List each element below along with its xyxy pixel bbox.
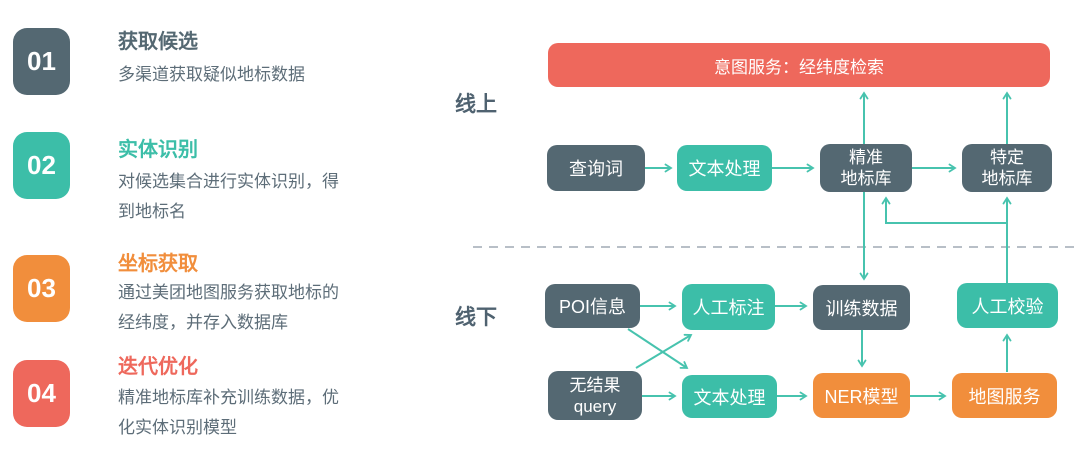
arrow-noresult-to-annotation-diagonal xyxy=(635,333,693,369)
step-4-title: 迭代优化 xyxy=(118,356,198,378)
node-no-result-query: 无结果 query xyxy=(548,371,642,420)
step-3-badge: 03 xyxy=(13,255,70,322)
node-precise-landmark-db: 精准 地标库 xyxy=(820,144,912,192)
node-poi-info: POI信息 xyxy=(545,284,640,328)
arrow-verification-to-precisedb xyxy=(881,196,1007,224)
step-2-title: 实体识别 xyxy=(118,139,198,161)
step-4-description: 精准地标库补充训练数据，优化实体识别模型 xyxy=(118,388,339,437)
arrow-poi-to-textprocess-diagonal xyxy=(627,328,689,369)
step-1-description: 多渠道获取疑似地标数据 xyxy=(118,65,305,84)
step-2-description: 对候选集合进行实体识别，得到地标名 xyxy=(118,172,339,221)
node-training-data: 训练数据 xyxy=(813,285,910,330)
node-specific-landmark-db: 特定 地标库 xyxy=(962,144,1052,192)
node-text-process-online: 文本处理 xyxy=(677,145,772,191)
node-map-service: 地图服务 xyxy=(952,373,1057,418)
node-query: 查询词 xyxy=(547,145,645,191)
step-2-badge: 02 xyxy=(13,132,70,199)
node-manual-annotation: 人工标注 xyxy=(682,284,775,330)
lane-label-offline: 线下 xyxy=(455,306,497,329)
step-3-title: 坐标获取 xyxy=(118,253,198,275)
node-text-process-offline: 文本处理 xyxy=(682,375,777,418)
node-manual-verification: 人工校验 xyxy=(957,283,1058,328)
intent-service-banner: 意图服务：经纬度检索 xyxy=(548,43,1050,87)
step-4-badge: 04 xyxy=(13,360,70,427)
arrow-group xyxy=(627,91,1012,401)
step-3-description: 通过美团地图服务获取地标的经纬度，并存入数据库 xyxy=(118,283,339,332)
node-ner-model: NER模型 xyxy=(813,373,910,418)
step-1-badge: 01 xyxy=(13,28,70,95)
step-1-title: 获取候选 xyxy=(118,31,198,53)
lane-label-online: 线上 xyxy=(455,93,497,116)
